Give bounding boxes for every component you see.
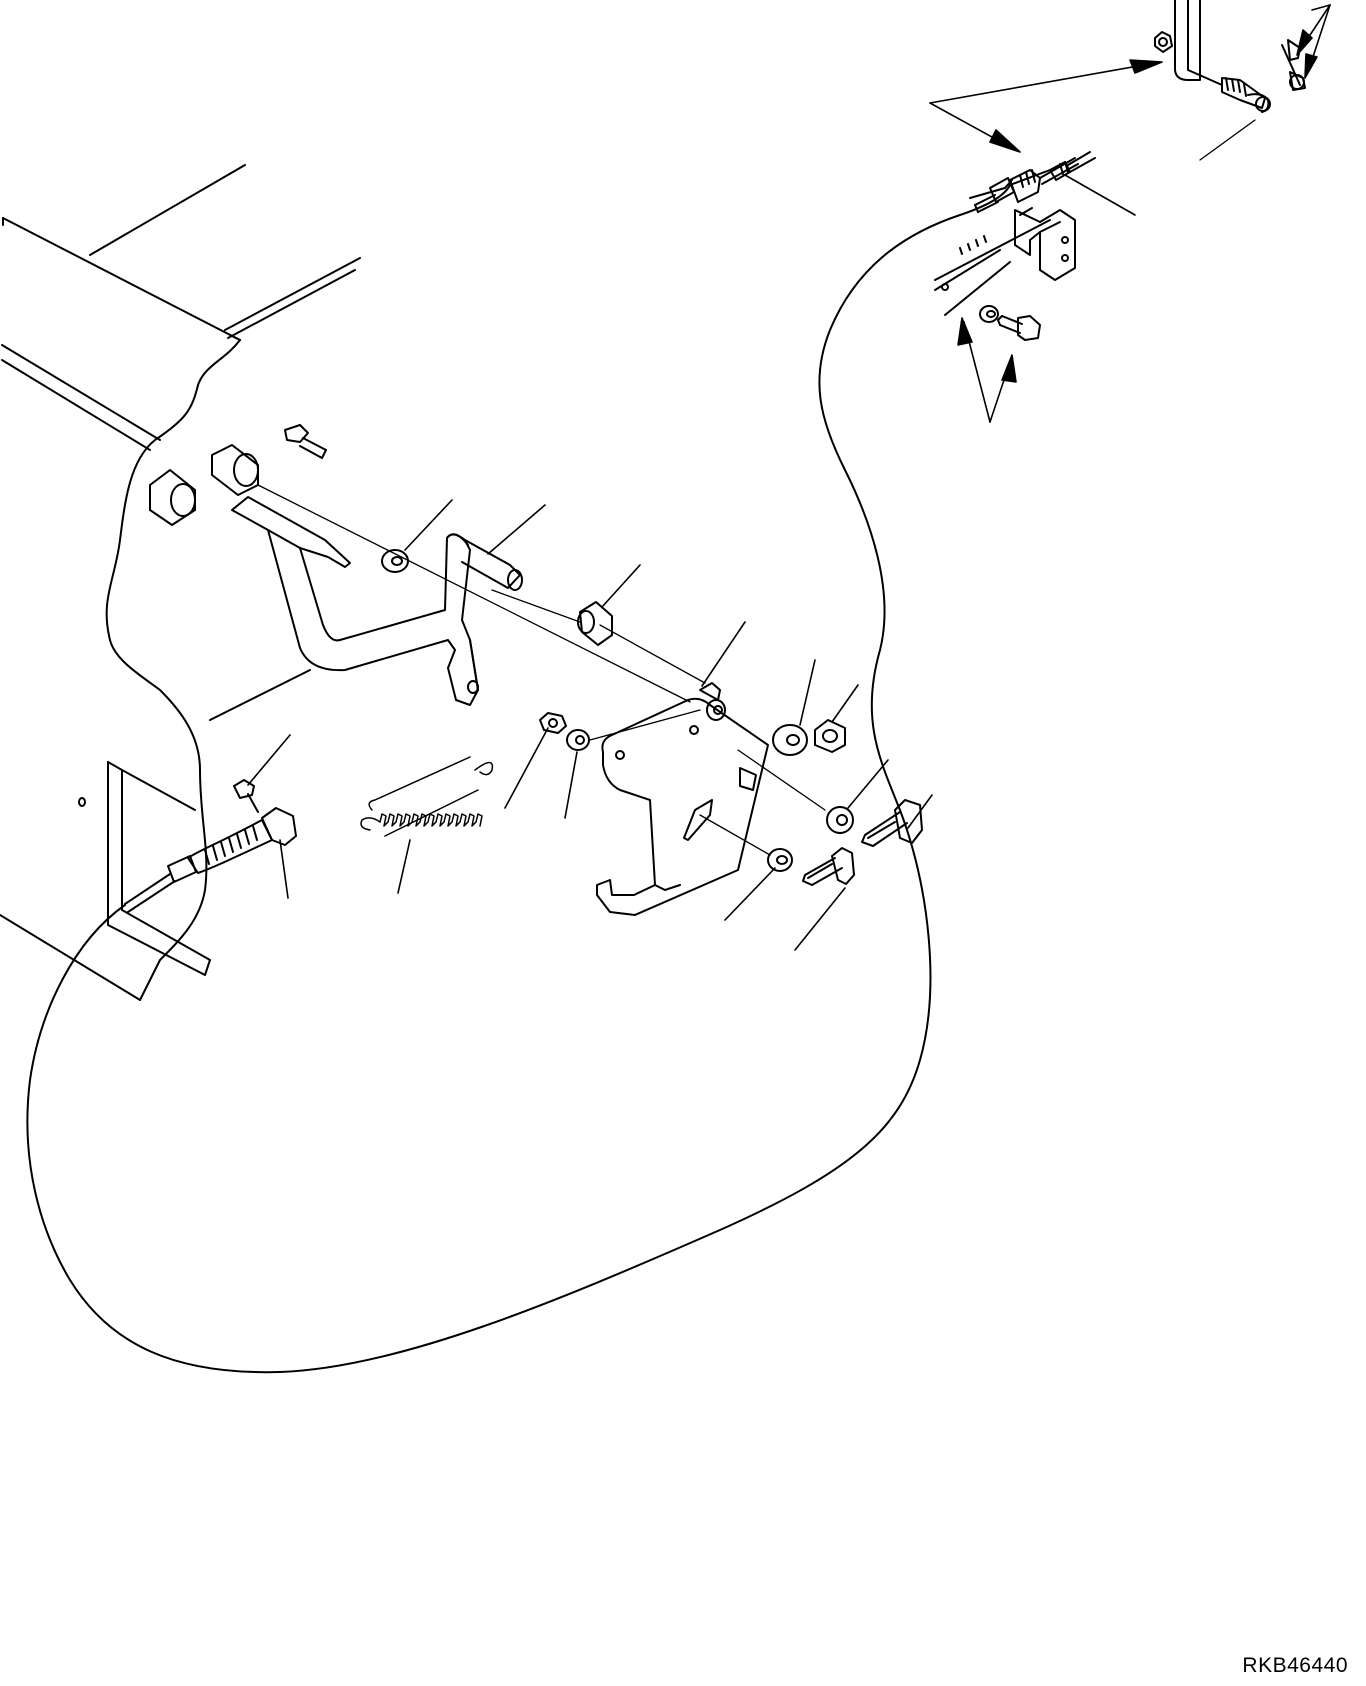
bushing: [578, 602, 612, 645]
mount-boss-right: [212, 445, 258, 495]
cable-pin: [234, 780, 258, 812]
cable-end-pedal: [125, 808, 296, 912]
arrowhead: [1002, 355, 1016, 382]
drawing-code: RKB46440: [1242, 1654, 1348, 1677]
pedal-bracket: [597, 683, 768, 915]
arrowhead: [1297, 30, 1312, 55]
control-cable: [27, 185, 1010, 1372]
arrowhead: [1305, 54, 1317, 78]
return-spring: [361, 757, 492, 836]
floor-panel: [0, 165, 360, 1000]
washer-right-low: [768, 849, 792, 871]
assembly-axes: [258, 120, 1255, 855]
cable-clip-bracket: [1015, 208, 1075, 280]
upper-bracket: [1175, 0, 1200, 80]
accelerator-pedal: [232, 497, 478, 705]
mount-boss-left: [150, 470, 195, 525]
washer-left: [567, 730, 589, 750]
washer-upper: [980, 306, 998, 322]
arrowhead: [990, 130, 1020, 152]
arrowhead: [1130, 60, 1162, 73]
bolt-right-mid: [862, 800, 922, 846]
bolt-upper: [998, 316, 1040, 340]
cable-adjuster-upper: [975, 158, 1078, 212]
upper-rod-end: [1188, 40, 1305, 112]
leader-lines: [248, 5, 1330, 950]
arrows: [930, 5, 1330, 382]
washer-right-mid: [827, 807, 853, 833]
frame-rail: [935, 220, 1050, 315]
arrowhead: [958, 318, 972, 345]
nut-left: [540, 713, 566, 733]
washer-right-top: [773, 725, 807, 755]
pedal-shaft: [447, 534, 522, 590]
bolt-right-low: [803, 848, 854, 885]
bolt-top: [285, 425, 326, 458]
upper-nut: [1155, 32, 1172, 52]
nut-right: [815, 720, 845, 752]
